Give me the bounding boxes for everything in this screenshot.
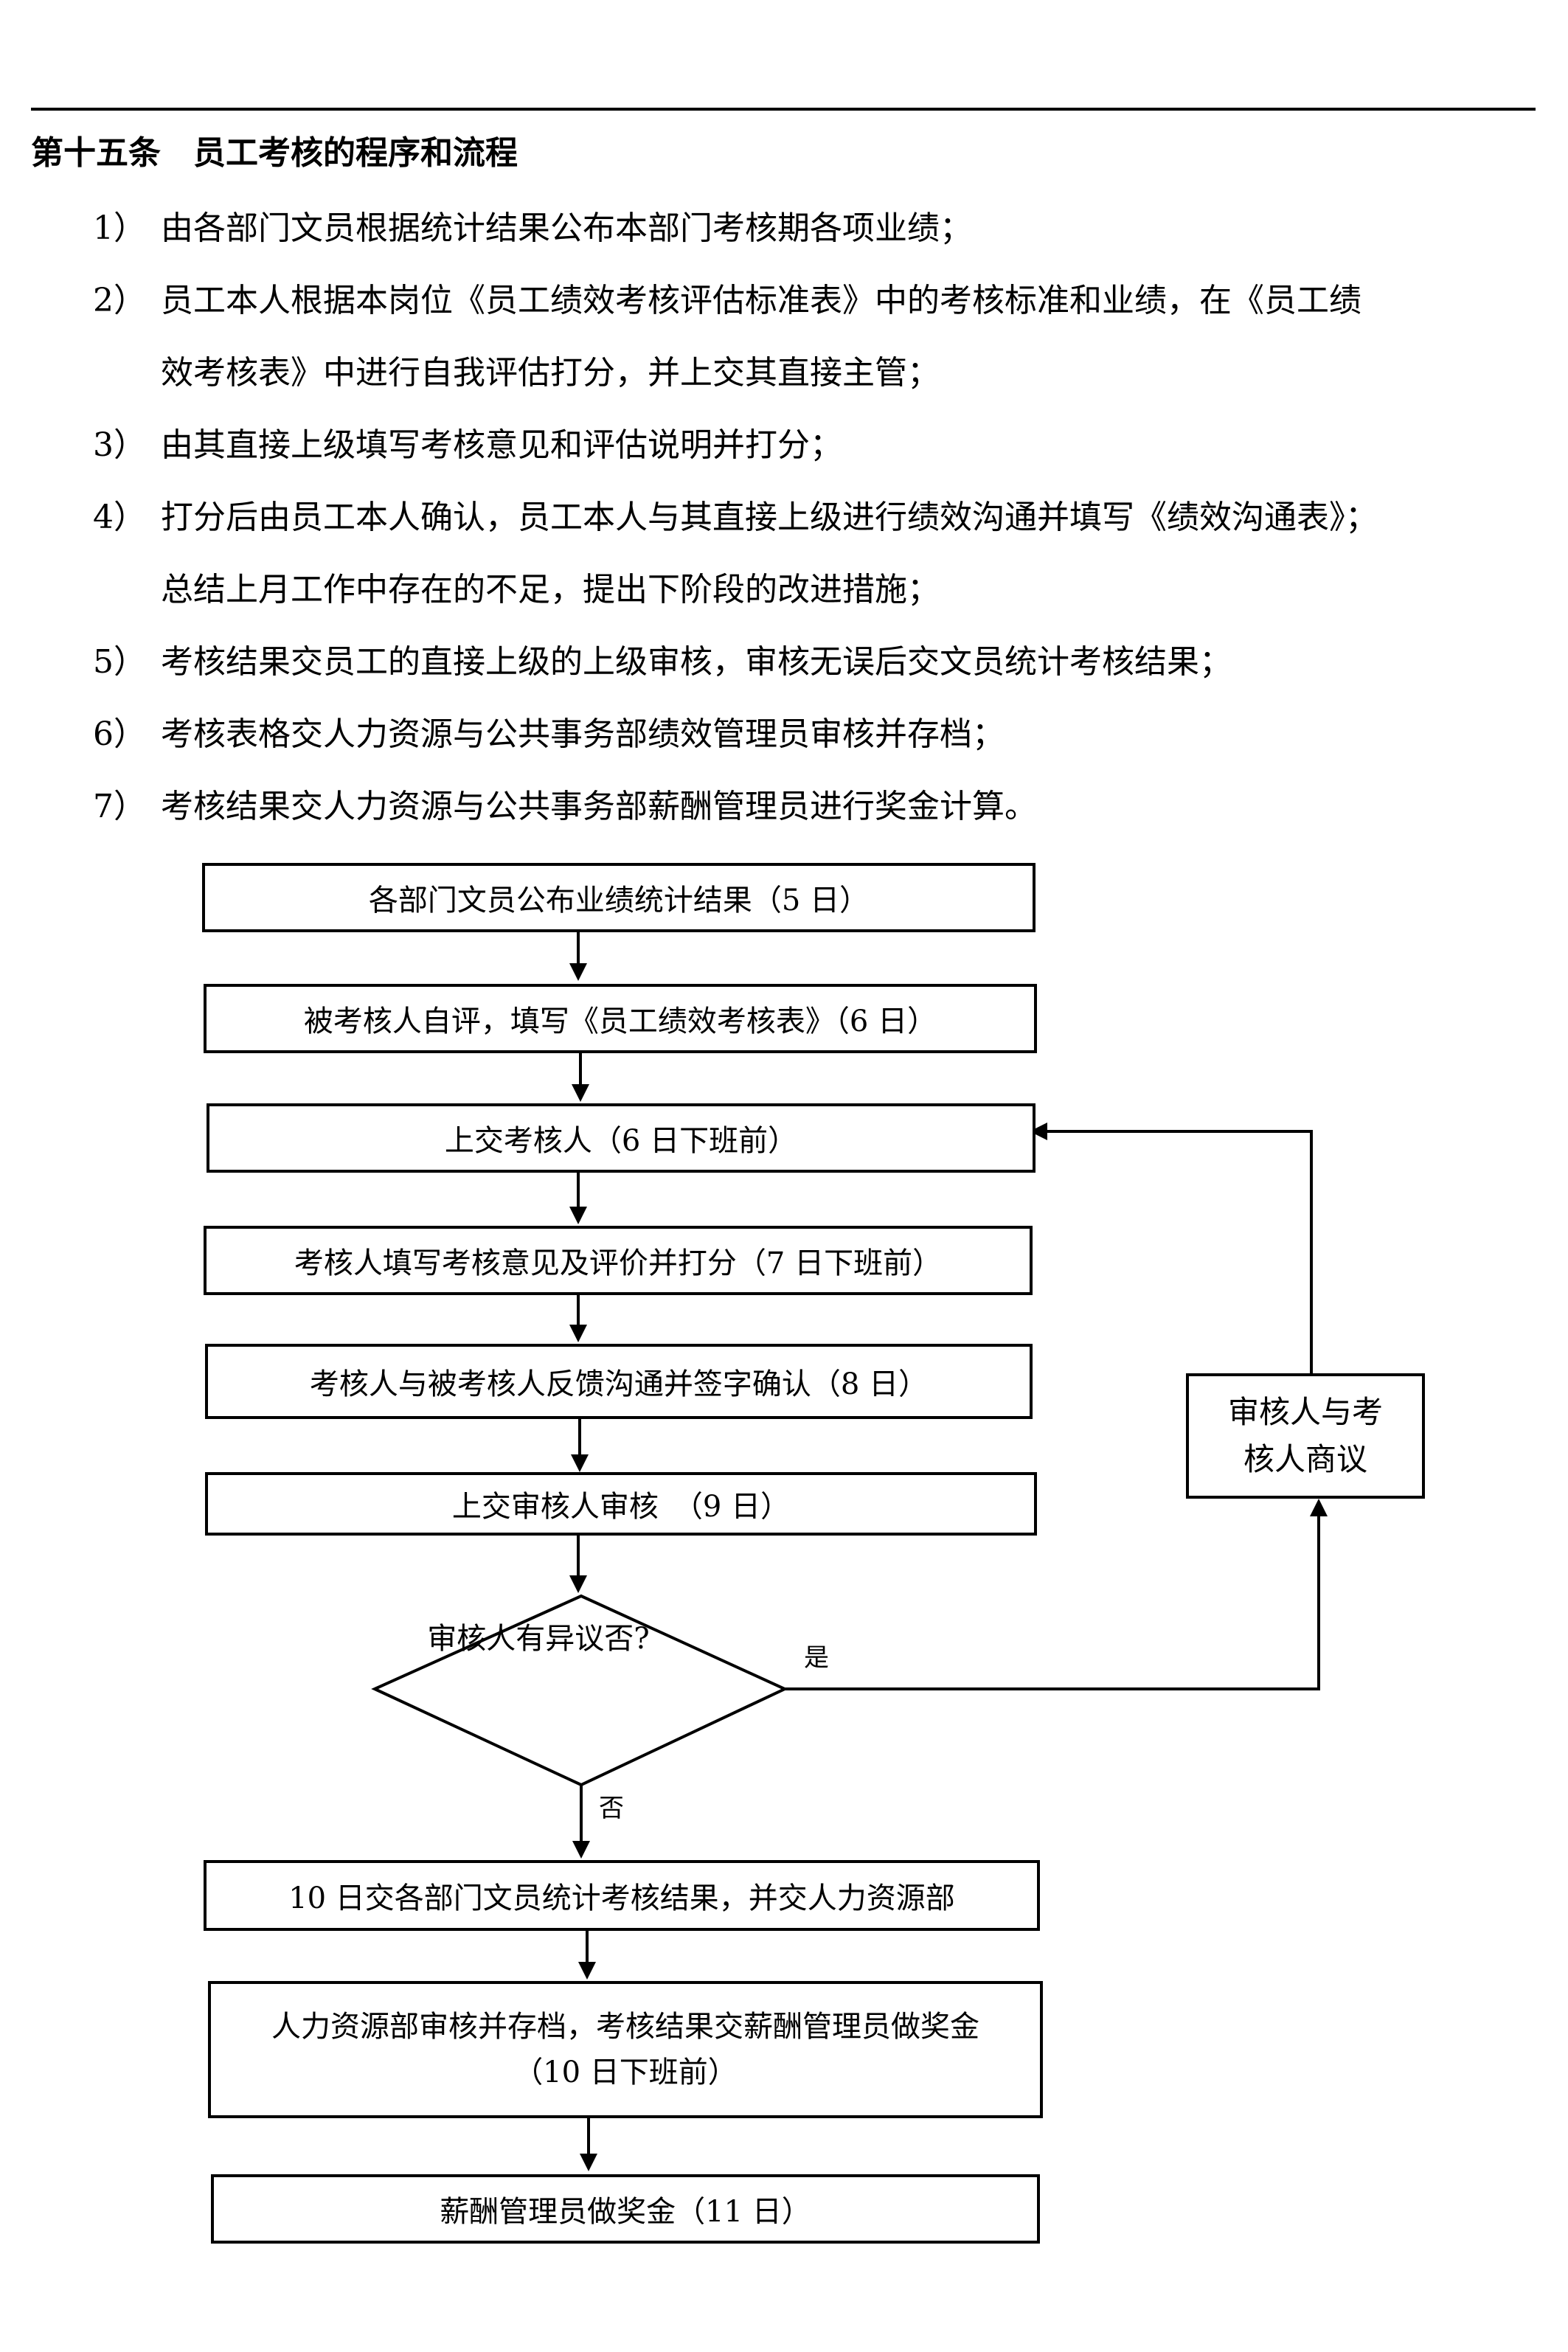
flow-step-8: 人力资源部审核并存档，考核结果交薪酬管理员做奖金 （10 日下班前） [208,1981,1043,2118]
procedure-item-text: 员工本人根据本岗位《员工绩效考核评估标准表》中的考核标准和业绩，在《员工绩效考核… [161,279,1538,423]
flow-step-4: 考核人填写考核意见及评价并打分（7 日下班前） [204,1226,1033,1295]
flow-step-7: 10 日交各部门文员统计考核结果，并交人力资源部 [204,1860,1040,1931]
procedure-item-text: 考核表格交人力资源与公共事务部绩效管理员审核并存档； [161,712,1538,785]
flow-step-7-label: 10 日交各部门文员统计考核结果，并交人力资源部 [288,1881,955,1915]
procedure-item-text: 由其直接上级填写考核意见和评估说明并打分； [161,423,1538,496]
procedure-item-line: 考核结果交人力资源与公共事务部薪酬管理员进行奖金计算。 [161,788,1037,825]
procedure-item-line: 考核表格交人力资源与公共事务部绩效管理员审核并存档； [161,715,1005,753]
arrowhead-step3 [572,1084,589,1102]
procedure-item-line: 效考核表》中进行自我评估打分，并上交其直接主管； [161,354,940,392]
flow-step-3-label: 上交考核人（6 日下班前） [444,1124,798,1158]
arrowhead-step3-return [1030,1123,1047,1140]
arrowhead-step6 [571,1454,589,1472]
flow-step-4-label: 考核人填写考核意见及评价并打分（7 日下班前） [294,1246,943,1280]
arrowhead-step8 [578,1962,596,1980]
flow-step-6-label: 上交审核人审核 （9 日） [451,1490,791,1524]
flow-step-1: 各部门文员公布业绩统计结果（5 日） [202,863,1035,932]
section-heading: 第十五条 员工考核的程序和流程 [31,134,518,172]
procedure-item-number: 6） [93,715,146,753]
procedure-item-line: 员工本人根据本岗位《员工绩效考核评估标准表》中的考核标准和业绩，在《员工绩 [161,282,1361,319]
procedure-item: 7） 考核结果交人力资源与公共事务部薪酬管理员进行奖金计算。 [93,785,1538,857]
flow-side-negotiate: 审核人与考 核人商议 [1186,1373,1425,1499]
no-label: 否 [599,1794,624,1823]
procedure-item-text: 考核结果交员工的直接上级的上级审核，审核无误后交文员统计考核结果； [161,640,1538,712]
top-rule [31,108,1536,111]
arrowhead-decision [569,1575,587,1593]
arrow-decision-side [785,1502,1320,1690]
flow-step-2-label: 被考核人自评，填写《员工绩效考核表》（6 日） [303,1005,937,1038]
flow-step-9-label: 薪酬管理员做奖金（11 日） [440,2195,811,2229]
flow-step-8-line-1: 人力资源部审核并存档，考核结果交薪酬管理员做奖金 [271,2010,979,2044]
procedure-item-line: 考核结果交员工的直接上级的上级审核，审核无误后交文员统计考核结果； [161,643,1232,681]
procedure-item: 3） 由其直接上级填写考核意见和评估说明并打分； [93,423,1538,496]
procedure-item: 1） 由各部门文员根据统计结果公布本部门考核期各项业绩； [93,207,1538,279]
procedure-item-line: 打分后由员工本人确认，员工本人与其直接上级进行绩效沟通并填写《绩效沟通表》； [161,499,1378,536]
procedure-item-number: 3） [93,426,146,464]
procedure-item: 4） 打分后由员工本人确认，员工本人与其直接上级进行绩效沟通并填写《绩效沟通表》；… [93,496,1538,640]
flow-step-3: 上交考核人（6 日下班前） [207,1103,1035,1173]
flow-step-1-label: 各部门文员公布业绩统计结果（5 日） [368,884,870,917]
procedure-item-number: 5） [93,643,146,681]
procedure-item-text: 考核结果交人力资源与公共事务部薪酬管理员进行奖金计算。 [161,785,1538,857]
flow-step-9: 薪酬管理员做奖金（11 日） [211,2174,1040,2244]
procedure-item-number: 7） [93,788,146,825]
decision-label: 审核人有异议否? [427,1622,650,1656]
arrowhead-side [1310,1499,1328,1516]
side-line-1: 审核人与考 [1227,1394,1383,1430]
procedure-item: 2） 员工本人根据本岗位《员工绩效考核评估标准表》中的考核标准和业绩，在《员工绩效… [93,279,1538,423]
procedure-item-text: 打分后由员工本人确认，员工本人与其直接上级进行绩效沟通并填写《绩效沟通表》； 总结… [161,496,1538,640]
flow-step-2: 被考核人自评，填写《员工绩效考核表》（6 日） [204,984,1037,1053]
arrowhead-step9 [580,2154,597,2171]
arrowhead-step5 [569,1325,587,1342]
procedure-item: 6） 考核表格交人力资源与公共事务部绩效管理员审核并存档； [93,712,1538,785]
procedure-item: 5） 考核结果交员工的直接上级的上级审核，审核无误后交文员统计考核结果； [93,640,1538,712]
side-line-2: 核人商议 [1243,1441,1367,1477]
flow-step-8-line-2: （10 日下班前） [513,2056,738,2089]
flow-step-5: 考核人与被考核人反馈沟通并签字确认（8 日） [205,1344,1033,1419]
flow-step-5-label: 考核人与被考核人反馈沟通并签字确认（8 日） [309,1367,929,1401]
procedure-item-line: 由各部门文员根据统计结果公布本部门考核期各项业绩； [161,209,972,247]
procedure-item-text: 由各部门文员根据统计结果公布本部门考核期各项业绩； [161,207,1538,279]
procedure-item-number: 2） [93,282,146,319]
arrowhead-step4 [569,1207,587,1224]
arrowhead-step2 [569,963,587,981]
flow-step-6: 上交审核人审核 （9 日） [205,1472,1037,1536]
arrowhead-step7 [572,1841,590,1859]
procedure-item-line: 总结上月工作中存在的不足，提出下阶段的改进措施； [161,571,940,608]
procedure-item-number: 1） [93,209,146,247]
procedure-item-number: 4） [93,499,146,536]
arrow-side-step3 [1033,1130,1313,1373]
yes-label: 是 [804,1643,829,1673]
procedure-item-line: 由其直接上级填写考核意见和评估说明并打分； [161,426,842,464]
